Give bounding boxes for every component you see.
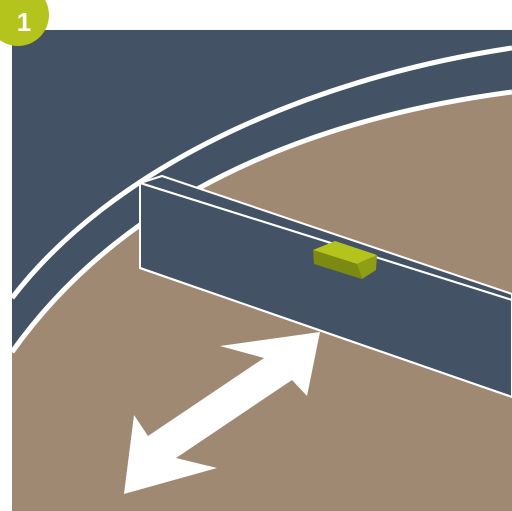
curved-edge-outer <box>10 45 512 300</box>
double-headed-arrow-icon <box>124 332 320 494</box>
beam-bottom-edge <box>139 267 512 398</box>
level-marker-icon <box>313 241 377 279</box>
step-number: 1 <box>16 7 32 37</box>
curved-edge-inner <box>9 89 512 354</box>
beam-front-face <box>139 182 512 398</box>
